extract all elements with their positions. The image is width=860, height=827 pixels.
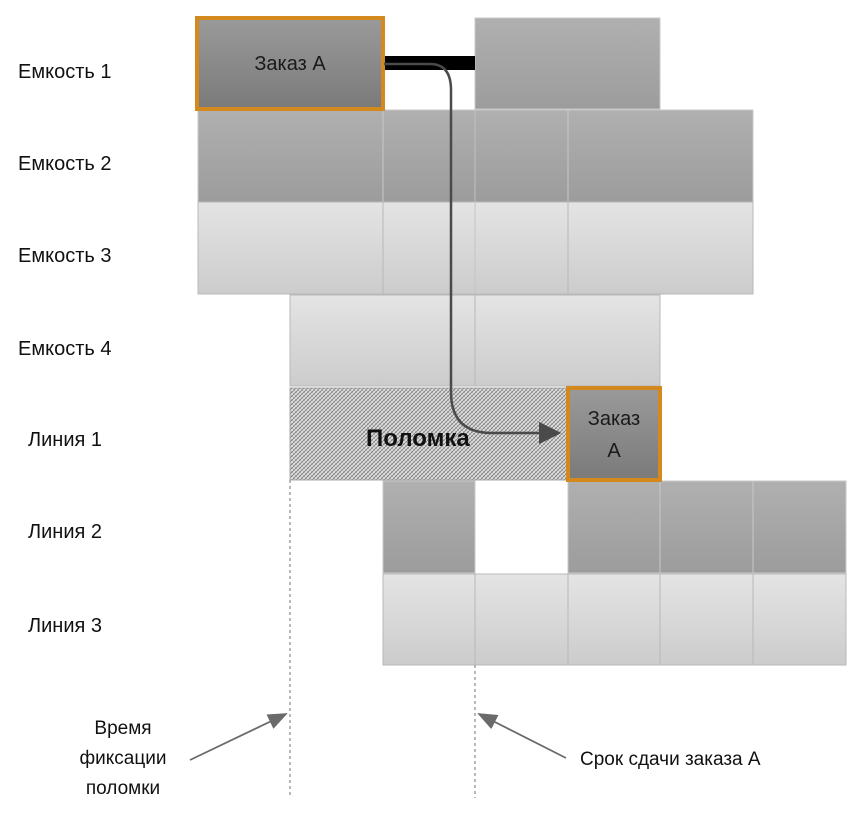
schedule-block [197, 109, 384, 203]
tank-2-blocks [197, 109, 754, 203]
schedule-block [382, 480, 476, 574]
schedule-block [567, 480, 661, 574]
schedule-block [474, 573, 569, 666]
reschedule-arrow [384, 62, 562, 445]
breakdown-time-label-line-2: фиксации [80, 748, 167, 769]
row-label-line-1: Линия 1 [28, 429, 102, 451]
row-label-tank-1: Емкость 1 [18, 61, 111, 83]
schedule-block [567, 573, 661, 666]
breakdown-time-label-line-1: Время [94, 718, 151, 739]
tank-4-blocks [289, 294, 661, 387]
schedule-block [659, 480, 754, 574]
schedule-block [752, 573, 847, 666]
deadline-label: Срок сдачи заказа А [580, 749, 761, 770]
line-3-blocks [382, 573, 847, 666]
breakdown-time-pointer [189, 713, 288, 761]
row-label-tank-4: Емкость 4 [18, 338, 111, 360]
row-label-line-3: Линия 3 [28, 615, 102, 637]
schedule-block [197, 201, 384, 295]
order-a-start-label: Заказ А [254, 53, 326, 75]
schedule-block [567, 109, 754, 203]
row-label-line-2: Линия 2 [28, 521, 102, 543]
schedule-block [752, 480, 847, 574]
breakdown-time-label-line-3: поломки [86, 778, 160, 799]
deadline-pointer [477, 713, 567, 759]
schedule-block [659, 573, 754, 666]
breakdown-label: Поломка [366, 425, 470, 452]
schedule-block [474, 17, 661, 110]
schedule-block [567, 201, 754, 295]
schedule-block [382, 573, 476, 666]
row-label-tank-2: Емкость 2 [18, 153, 111, 175]
schedule-block [289, 294, 476, 387]
order-a-end-label-line-1: Заказ [588, 408, 640, 430]
schedule-block [474, 294, 661, 387]
row-label-tank-3: Емкость 3 [18, 245, 111, 267]
tank-3-blocks [197, 201, 754, 295]
order-a-end-label-line-2: А [607, 440, 621, 462]
order-a-end-block [566, 386, 662, 482]
order-a-start-block [195, 16, 385, 111]
line-2-blocks [382, 480, 847, 574]
